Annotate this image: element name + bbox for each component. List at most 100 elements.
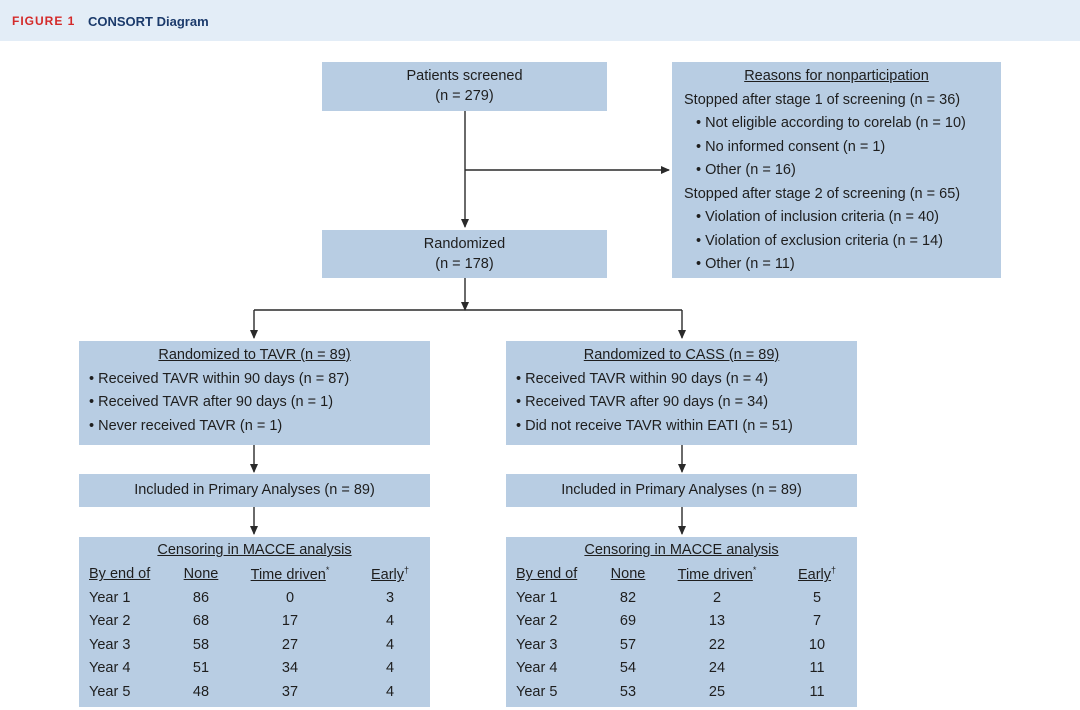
randomized-count: (n = 178)	[435, 256, 494, 272]
table-cell: Year 5	[89, 683, 131, 700]
table-row: Year 4 54 24 11	[516, 657, 856, 681]
table-cell: 11	[809, 660, 825, 677]
randomized-box: Randomized (n = 178)	[322, 230, 607, 278]
column-header: By end of	[516, 566, 578, 583]
column-header: None	[610, 566, 646, 583]
column-header: Time driven	[677, 567, 753, 584]
column-header: Early	[370, 567, 405, 584]
nonparticipation-title: Reasons for nonparticipation	[744, 68, 929, 84]
table-cell: 7	[812, 613, 822, 630]
table-row: Year 3 58 27 4	[89, 633, 429, 657]
tavr-arm-item: • Received TAVR after 90 days (n = 1)	[89, 394, 334, 410]
tavr-included-box: Included in Primary Analyses (n = 89)	[79, 474, 430, 507]
cass-arm-item: • Received TAVR within 90 days (n = 4)	[516, 370, 769, 387]
cass-included-label: Included in Primary Analyses (n = 89)	[561, 482, 802, 498]
tavr-arm-box: Randomized to TAVR (n = 89) • Received T…	[79, 341, 430, 445]
tavr-arm-item: • Never received TAVR (n = 1)	[89, 417, 283, 434]
table-row: Year 1 82 2 5	[516, 586, 856, 610]
stage1-summary: Stopped after stage 1 of screening (n = …	[684, 91, 961, 108]
table-cell: 34	[281, 660, 299, 677]
stage2-item: • Violation of inclusion criteria (n = 4…	[696, 209, 939, 225]
cass-arm-item: • Received TAVR after 90 days (n = 34)	[516, 394, 769, 410]
table-row: Year 3 57 22 10	[516, 633, 856, 657]
stage1-item: • Other (n = 16)	[696, 162, 796, 178]
table-cell: Year 4	[89, 660, 131, 677]
table-cell: Year 1	[89, 589, 131, 606]
table-cell: 27	[281, 636, 299, 653]
table-cell: 48	[192, 683, 210, 700]
stage2-item: • Violation of exclusion criteria (n = 1…	[696, 232, 944, 249]
column-header: Time driven	[250, 567, 326, 584]
table-row: Year 5 48 37 4	[89, 680, 429, 704]
cass-censoring-title: Censoring in MACCE analysis	[584, 542, 779, 558]
footnote-mark: *	[752, 565, 757, 576]
table-cell: 10	[808, 636, 826, 653]
column-header: Early	[797, 567, 832, 584]
cass-censoring-table: By end of None Time driven* Early† Year …	[516, 563, 856, 704]
tavr-censoring-title: Censoring in MACCE analysis	[157, 542, 352, 558]
randomized-title: Randomized	[423, 236, 506, 252]
tavr-censoring-box: Censoring in MACCE analysis By end of No…	[79, 537, 430, 707]
table-row: Year 1 86 0 3	[89, 586, 429, 610]
table-cell: 24	[708, 660, 726, 677]
table-cell: 57	[619, 636, 637, 653]
table-cell: Year 2	[516, 613, 558, 630]
stage1-item: • Not eligible according to corelab (n =…	[696, 115, 966, 131]
table-cell: 0	[285, 589, 295, 606]
footnote-mark: †	[831, 565, 837, 576]
table-cell: 4	[385, 636, 395, 653]
table-cell: 5	[812, 589, 822, 606]
table-cell: 17	[281, 613, 299, 630]
table-cell: 37	[281, 683, 299, 700]
table-cell: 58	[192, 636, 210, 653]
stage2-summary: Stopped after stage 2 of screening (n = …	[684, 185, 961, 202]
table-cell: 53	[619, 683, 637, 700]
table-header-row: By end of None Time driven* Early†	[89, 563, 429, 587]
cass-censoring-box: Censoring in MACCE analysis By end of No…	[506, 537, 857, 707]
column-header: By end of	[89, 566, 151, 583]
cass-arm-title: Randomized to CASS (n = 89)	[583, 347, 780, 363]
column-header: None	[183, 566, 219, 583]
table-cell: 4	[385, 613, 395, 630]
table-cell: Year 5	[516, 683, 558, 700]
cass-included-box: Included in Primary Analyses (n = 89)	[506, 474, 857, 507]
table-cell: 3	[385, 589, 395, 606]
cass-arm-box: Randomized to CASS (n = 89) • Received T…	[506, 341, 857, 445]
screened-title: Patients screened	[406, 68, 523, 84]
table-row: Year 2 68 17 4	[89, 610, 429, 634]
table-cell: 54	[619, 660, 637, 677]
table-cell: Year 3	[516, 636, 558, 653]
cass-arm-item: • Did not receive TAVR within EATI (n = …	[516, 417, 793, 434]
table-cell: 69	[619, 613, 637, 630]
figure-label: FIGURE 1	[12, 14, 76, 28]
table-cell: 2	[712, 589, 722, 606]
figure-header: FIGURE 1 CONSORT Diagram	[0, 0, 1080, 41]
table-cell: Year 4	[516, 660, 558, 677]
footnote-mark: †	[404, 565, 410, 576]
tavr-arm-item: • Received TAVR within 90 days (n = 87)	[89, 370, 350, 387]
screened-count: (n = 279)	[435, 88, 494, 104]
table-cell: 68	[192, 613, 210, 630]
table-cell: 4	[385, 660, 395, 677]
table-cell: 82	[619, 589, 637, 606]
stage1-item: • No informed consent (n = 1)	[696, 138, 886, 155]
table-header-row: By end of None Time driven* Early†	[516, 563, 856, 587]
tavr-arm-title: Randomized to TAVR (n = 89)	[158, 347, 351, 363]
table-cell: Year 2	[89, 613, 131, 630]
table-cell: 25	[708, 683, 726, 700]
table-cell: 86	[192, 589, 210, 606]
table-cell: 51	[192, 660, 210, 677]
table-cell: Year 3	[89, 636, 131, 653]
tavr-included-label: Included in Primary Analyses (n = 89)	[134, 482, 375, 498]
table-cell: 22	[708, 636, 726, 653]
table-row: Year 5 53 25 11	[516, 680, 856, 704]
table-cell: 4	[385, 683, 395, 700]
table-cell: 13	[708, 613, 726, 630]
footnote-mark: *	[325, 565, 330, 576]
table-cell: 11	[809, 683, 825, 700]
figure-title: CONSORT Diagram	[88, 14, 209, 29]
table-row: Year 4 51 34 4	[89, 657, 429, 681]
table-cell: Year 1	[516, 589, 558, 606]
stage2-item: • Other (n = 11)	[696, 256, 795, 272]
